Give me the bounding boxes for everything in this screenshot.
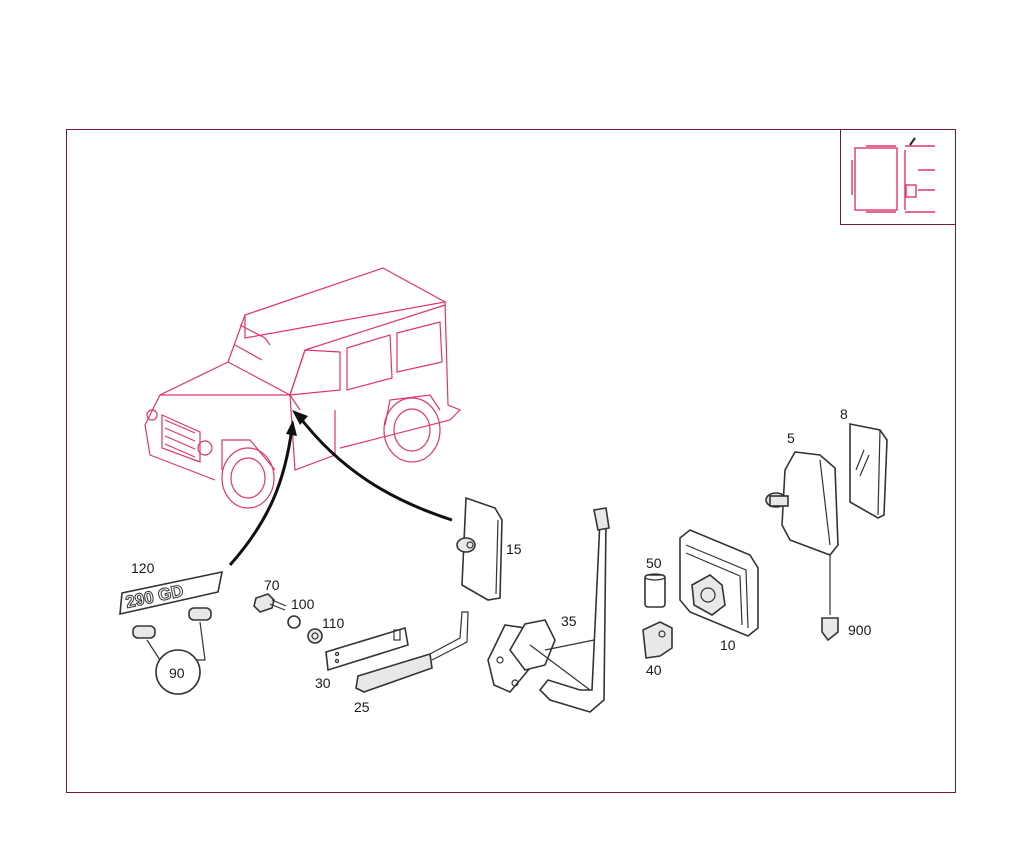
label-5: 5: [787, 430, 795, 446]
label-30: 30: [315, 675, 331, 691]
arrowhead-emblem: [286, 420, 297, 436]
fastener-parts: [253, 593, 323, 644]
label-120: 120: [131, 560, 155, 576]
label-25: 25: [354, 699, 370, 715]
mirror-head-part: [765, 451, 839, 642]
mirror-glass-8-part: [849, 423, 888, 519]
label-15: 15: [506, 541, 522, 557]
vehicle-outline: [144, 267, 462, 509]
arrow-mirror-to-vehicle: [296, 414, 453, 522]
label-50: 50: [646, 555, 662, 571]
label-35: 35: [561, 613, 577, 629]
diagram-frame: [66, 129, 956, 793]
locator-thumbnail: [851, 137, 935, 213]
label-70: 70: [264, 577, 280, 593]
mirror-glass-part: [456, 496, 503, 601]
locator-inset-frame: [840, 130, 956, 225]
label-90: 90: [169, 665, 185, 681]
label-110: 110: [322, 615, 345, 631]
label-40: 40: [646, 662, 662, 678]
label-8: 8: [840, 406, 848, 422]
mirror-arm-parts: [325, 611, 469, 693]
mirror-housing-part: [679, 529, 759, 637]
small-clip-parts: [642, 573, 673, 659]
arrowhead-mirror: [292, 410, 308, 425]
label-10: 10: [720, 637, 736, 653]
label-100: 100: [291, 596, 315, 612]
arrow-emblem-to-vehicle: [228, 427, 294, 566]
label-900: 900: [848, 622, 872, 638]
emblem-clips: [132, 607, 212, 695]
mirror-bracket-part: [487, 507, 610, 713]
